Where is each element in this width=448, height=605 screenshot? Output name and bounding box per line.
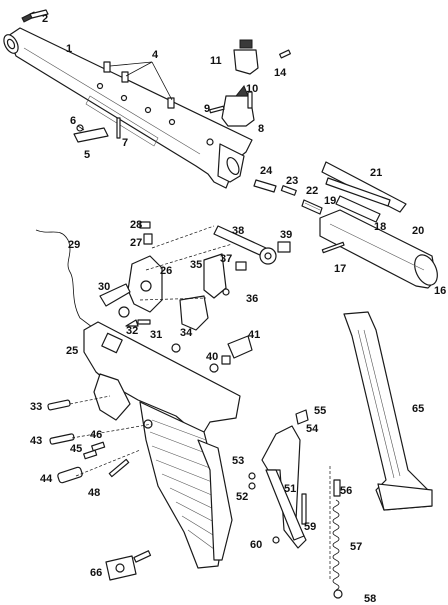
hammer-spring-drawing (35, 229, 97, 331)
bolt-assembly-drawing (253, 161, 438, 289)
callout-7: 7 (122, 137, 128, 149)
barrel-receiver-drawing (3, 27, 253, 189)
callout-17: 17 (334, 263, 346, 275)
callout-48: 48 (88, 487, 100, 499)
callout-28: 28 (130, 219, 142, 231)
callout-29: 29 (68, 239, 80, 251)
frame-pins-drawing (47, 395, 153, 484)
callout-19: 19 (324, 195, 336, 207)
callout-56: 56 (340, 485, 352, 497)
front-sight-assembly-drawing (209, 39, 291, 127)
callout-21: 21 (370, 167, 382, 179)
hammer-group-drawing (99, 221, 291, 365)
callout-16: 16 (434, 285, 446, 297)
callout-38: 38 (232, 225, 244, 237)
callout-66: 66 (90, 567, 102, 579)
callout-46: 46 (90, 429, 102, 441)
callout-44: 44 (40, 473, 53, 485)
callout-31: 31 (150, 329, 162, 341)
callout-23: 23 (286, 175, 298, 187)
callout-14: 14 (274, 67, 287, 79)
callout-59: 59 (304, 521, 316, 533)
takedown-tool-drawing (105, 550, 152, 581)
callout-41: 41 (248, 329, 260, 341)
grip-frame-drawing (83, 321, 241, 569)
callout-57: 57 (350, 541, 362, 553)
callout-5: 5 (84, 149, 90, 161)
callout-43: 43 (30, 435, 42, 447)
callout-65: 65 (412, 403, 424, 415)
callout-54: 54 (306, 423, 319, 435)
callout-37: 37 (220, 253, 232, 265)
callout-52: 52 (236, 491, 248, 503)
rear-sight-small-parts (73, 117, 121, 143)
callout-labels: 1 2 4 5 6 7 8 9 10 11 14 16 17 18 19 20 … (30, 13, 446, 605)
callout-10: 10 (246, 83, 258, 95)
callout-40: 40 (206, 351, 218, 363)
bolt-stop-pin-drawing (21, 9, 49, 23)
callout-32: 32 (126, 325, 138, 337)
magazine-drawing (343, 311, 433, 511)
callout-39: 39 (280, 229, 292, 241)
callout-20: 20 (412, 225, 424, 237)
callout-18: 18 (374, 221, 386, 233)
callout-27: 27 (130, 237, 142, 249)
callout-11: 11 (210, 55, 222, 67)
callout-53: 53 (232, 455, 244, 467)
callout-60: 60 (250, 539, 262, 551)
callout-45: 45 (70, 443, 82, 455)
callout-58: 58 (364, 593, 376, 605)
callout-25: 25 (66, 345, 78, 357)
callout-2: 2 (42, 13, 48, 25)
callout-35: 35 (190, 259, 202, 271)
callout-30: 30 (98, 281, 110, 293)
callout-8: 8 (258, 123, 264, 135)
callout-34: 34 (180, 327, 193, 339)
callout-36: 36 (246, 293, 258, 305)
callout-55: 55 (314, 405, 326, 417)
callout-1: 1 (66, 43, 72, 55)
callout-22: 22 (306, 185, 318, 197)
callout-33: 33 (30, 401, 42, 413)
callout-9: 9 (204, 103, 210, 115)
callout-6: 6 (70, 115, 76, 127)
callout-26: 26 (160, 265, 172, 277)
trigger-group-drawing (248, 409, 343, 599)
callout-4: 4 (152, 49, 159, 61)
rib-screws-drawing (103, 61, 175, 109)
callout-24: 24 (260, 165, 273, 177)
callout-51: 51 (284, 483, 296, 495)
